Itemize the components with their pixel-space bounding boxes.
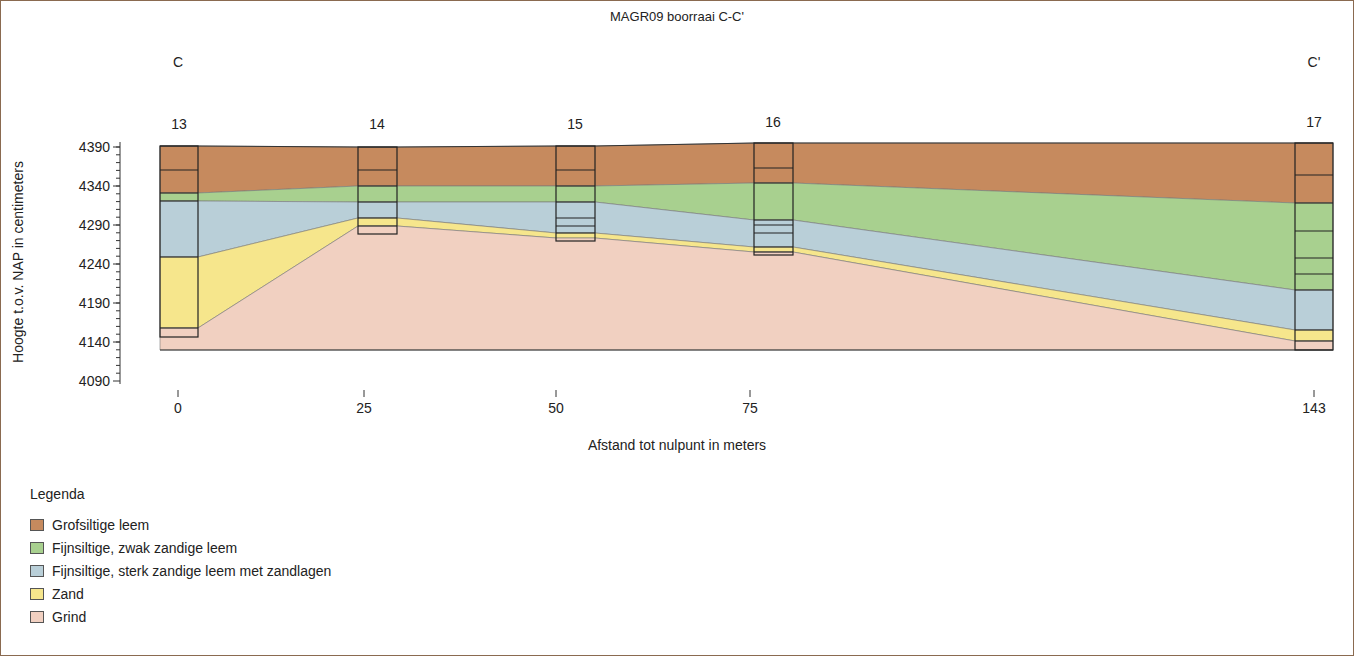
minor-tick bbox=[116, 178, 120, 179]
borehole-number: 16 bbox=[765, 114, 781, 131]
minor-tick bbox=[116, 248, 120, 249]
minor-tick bbox=[116, 279, 120, 280]
y-axis bbox=[113, 142, 120, 384]
tick-label: 4390 bbox=[79, 139, 110, 156]
borehole-number: 14 bbox=[369, 116, 385, 133]
minor-tick bbox=[116, 264, 120, 265]
tick-label: 25 bbox=[356, 400, 372, 417]
tick-label: 4090 bbox=[79, 373, 110, 390]
legend-swatch bbox=[30, 588, 44, 600]
legend-title: Legenda bbox=[30, 486, 85, 503]
minor-tick bbox=[116, 357, 120, 358]
legend-swatch bbox=[30, 611, 44, 623]
minor-tick bbox=[116, 349, 120, 350]
minor-tick bbox=[116, 232, 120, 233]
minor-tick bbox=[116, 209, 120, 210]
tick-label: 4290 bbox=[79, 217, 110, 234]
borehole: 17 bbox=[1306, 114, 1322, 131]
tick-label: 143 bbox=[1302, 400, 1325, 417]
axis-title: Afstand tot nulpunt in meters bbox=[588, 437, 766, 454]
borehole-number: 15 bbox=[567, 116, 583, 133]
minor-tick bbox=[116, 318, 120, 319]
minor-tick bbox=[116, 326, 120, 327]
borehole: 16 bbox=[765, 114, 781, 131]
section-end: C' bbox=[1308, 54, 1321, 71]
legend-text: Grind bbox=[52, 609, 86, 626]
minor-tick bbox=[116, 287, 120, 288]
tick-label: 4340 bbox=[79, 178, 110, 195]
section-end: C bbox=[173, 54, 183, 71]
minor-tick bbox=[116, 365, 120, 366]
borehole-columns bbox=[160, 143, 1333, 350]
tick-label: 0 bbox=[174, 400, 182, 417]
base-line bbox=[160, 350, 1333, 351]
minor-tick bbox=[116, 310, 120, 311]
minor-tick bbox=[116, 201, 120, 202]
layer-grind bbox=[160, 226, 1333, 350]
minor-tick bbox=[116, 193, 120, 194]
x-axis-ticks bbox=[178, 390, 1314, 397]
legend-text: Grofsiltige leem bbox=[52, 517, 149, 534]
borehole-number: 13 bbox=[171, 116, 187, 133]
legend-swatch bbox=[30, 519, 44, 531]
tick-label: 75 bbox=[742, 400, 758, 417]
tick-label: 50 bbox=[548, 400, 564, 417]
tick-label: 4140 bbox=[79, 334, 110, 351]
minor-tick bbox=[116, 147, 120, 148]
minor-tick bbox=[116, 170, 120, 171]
tick-label: 4240 bbox=[79, 256, 110, 273]
minor-tick bbox=[116, 303, 120, 304]
legend-swatch bbox=[30, 565, 44, 577]
tick-label: 4190 bbox=[79, 295, 110, 312]
minor-tick bbox=[116, 342, 120, 343]
minor-tick bbox=[116, 162, 120, 163]
minor-tick bbox=[116, 256, 120, 257]
chart-title: MAGR09 boorraai C-C' bbox=[610, 9, 744, 25]
borehole: 14 bbox=[369, 116, 385, 133]
legend-swatch bbox=[30, 542, 44, 554]
minor-tick bbox=[116, 373, 120, 374]
legend-text: Fijnsiltige, zwak zandige leem bbox=[52, 540, 237, 557]
borehole: 13 bbox=[171, 116, 187, 133]
minor-tick bbox=[116, 225, 120, 226]
minor-tick bbox=[116, 186, 120, 187]
minor-tick bbox=[116, 240, 120, 241]
minor-tick bbox=[116, 334, 120, 335]
axis-title: Hoogte t.o.v. NAP in centimeters bbox=[10, 161, 27, 363]
minor-tick bbox=[116, 295, 120, 296]
legend-text: Fijnsiltige, sterk zandige leem met zand… bbox=[52, 563, 331, 580]
minor-tick bbox=[116, 154, 120, 155]
minor-tick bbox=[116, 217, 120, 218]
borehole-number: 17 bbox=[1306, 114, 1322, 131]
borehole: 15 bbox=[567, 116, 583, 133]
minor-tick bbox=[116, 271, 120, 272]
legend-text: Zand bbox=[52, 586, 84, 603]
surface-line bbox=[160, 143, 1333, 147]
